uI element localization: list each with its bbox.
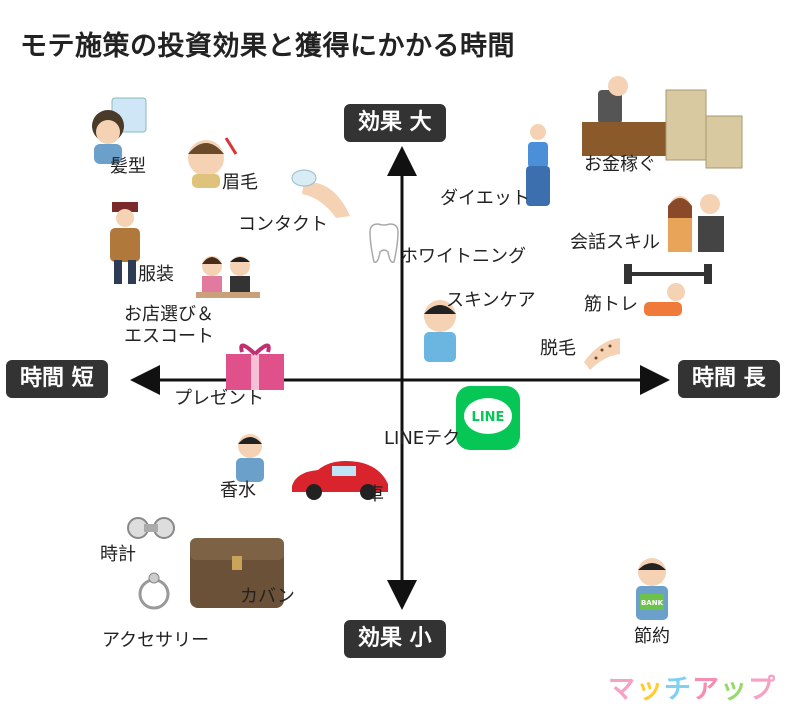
brand-logo-char: ア	[692, 674, 720, 705]
clothes-illustration	[110, 202, 140, 284]
present-illustration	[226, 343, 284, 390]
item-restaurant-line1: お店選び＆	[124, 304, 214, 325]
item-skincare: スキンケア	[446, 290, 536, 311]
restaurant-illustration	[196, 256, 260, 298]
brand-logo: マッチアップ	[608, 667, 776, 706]
item-car: 車	[366, 484, 384, 505]
axis-label-effect-low: 効果 小	[344, 620, 446, 659]
savings-illustration: BANK	[636, 558, 668, 620]
item-eyebrows: 眉毛	[222, 172, 258, 193]
brand-logo-char: チ	[664, 674, 692, 705]
eyebrows-illustration	[188, 137, 238, 188]
workout-illustration	[624, 264, 712, 316]
conversation-illustration	[668, 194, 724, 252]
item-watch: 時計	[100, 544, 136, 565]
diet-illustration	[526, 124, 550, 206]
item-conversation: 会話スキル	[570, 232, 660, 253]
accessories-illustration	[138, 572, 170, 610]
item-contacts: コンタクト	[238, 214, 328, 235]
item-money: お金稼ぐ	[584, 154, 656, 175]
brand-logo-char: ッ	[636, 674, 664, 705]
brand-logo-char: マ	[608, 674, 636, 705]
tooth-illustration	[369, 223, 399, 264]
axis-label-time-long: 時間 長	[678, 360, 780, 399]
line-app-icon: LINE	[456, 386, 520, 450]
item-savings: 節約	[634, 626, 670, 647]
contact-lens-illustration	[291, 169, 350, 218]
item-diet: ダイエット	[440, 188, 530, 209]
item-bag: カバン	[240, 586, 295, 607]
item-line-tech: LINEテク	[384, 428, 461, 449]
item-hairstyle: 髪型	[110, 156, 146, 177]
car-illustration	[292, 461, 388, 500]
item-present: プレゼント	[174, 388, 264, 409]
page-title: モテ施策の投資効果と獲得にかかる時間	[20, 31, 515, 62]
item-perfume: 香水	[220, 480, 256, 501]
bag-illustration	[190, 538, 284, 608]
brand-logo-char: ッ	[720, 674, 748, 705]
hair-removal-illustration	[584, 338, 620, 370]
hairstyle-illustration	[92, 97, 147, 164]
item-workout: 筋トレ	[584, 294, 638, 315]
perfume-illustration	[236, 434, 264, 482]
item-accessories: アクセサリー	[102, 630, 210, 651]
item-clothes: 服装	[138, 264, 174, 285]
item-hair-removal: 脱毛	[540, 338, 576, 359]
skincare-illustration	[424, 300, 456, 362]
line-logo-text: LINE	[472, 410, 505, 425]
item-restaurant-line2: エスコート	[124, 326, 214, 347]
watch-illustration	[127, 517, 175, 539]
money-illustration	[582, 76, 743, 169]
bank-badge-text: BANK	[641, 599, 664, 607]
brand-logo-char: プ	[748, 674, 776, 705]
item-whitening: ホワイトニング	[400, 246, 526, 267]
axis-label-effect-high: 効果 大	[344, 104, 446, 143]
axis-label-time-short: 時間 短	[6, 360, 108, 399]
